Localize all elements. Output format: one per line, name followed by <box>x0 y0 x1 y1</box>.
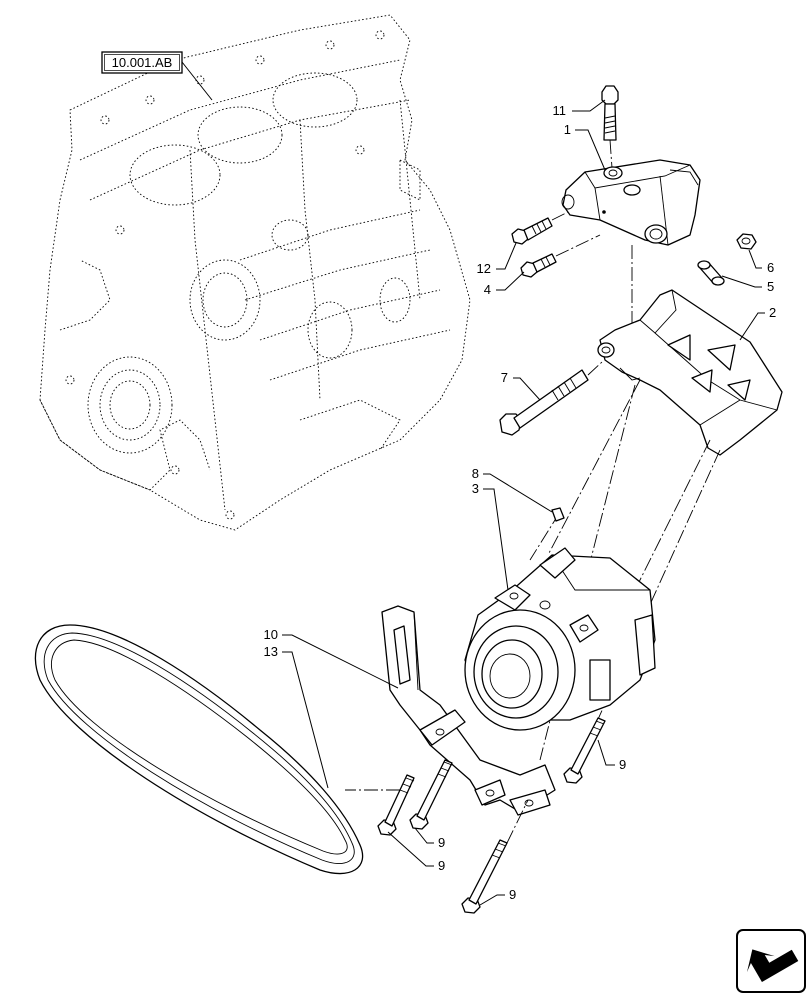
callout-9-center: 9 <box>438 835 445 850</box>
callout-2: 2 <box>769 305 776 320</box>
callout-12: 12 <box>477 261 491 276</box>
spacer-5 <box>697 260 725 286</box>
callout-9-left: 9 <box>438 858 445 873</box>
leader-lines <box>282 99 765 906</box>
callout-10: 10 <box>264 627 278 642</box>
callout-4: 4 <box>484 282 491 297</box>
bolt-9-center <box>409 759 453 830</box>
bracket-1 <box>561 159 701 246</box>
callout-9-bottom: 9 <box>509 887 516 902</box>
callout-11: 11 <box>553 103 567 118</box>
callout-6: 6 <box>767 260 774 275</box>
callout-8: 8 <box>472 466 479 481</box>
reference-tag[interactable]: 10.001.AB <box>101 51 213 101</box>
bolt-7 <box>499 361 603 436</box>
reference-label: 10.001.AB <box>112 55 173 70</box>
callout-3: 3 <box>472 481 479 496</box>
callout-1: 1 <box>564 122 571 137</box>
callout-13: 13 <box>264 644 278 659</box>
bolt-12 <box>511 211 569 245</box>
bolt-9-left <box>377 774 415 836</box>
engine-block-phantom <box>39 14 471 531</box>
callout-7: 7 <box>501 370 508 385</box>
bolt-11 <box>601 85 619 169</box>
return-arrow-icon[interactable] <box>736 929 806 993</box>
nut-6 <box>736 233 757 250</box>
bolt-4 <box>520 234 601 278</box>
pin-8 <box>551 507 565 522</box>
callout-9-right: 9 <box>619 757 626 772</box>
bracket-2 <box>597 289 783 456</box>
drive-belt-13 <box>34 624 364 875</box>
callout-5: 5 <box>767 279 774 294</box>
bracket-10 <box>381 605 556 816</box>
bolt-9-right <box>563 717 606 784</box>
callout-labels: 11 1 12 4 6 5 2 7 8 3 10 13 9 9 9 9 <box>264 103 777 902</box>
bolt-9-bottom <box>461 839 508 914</box>
compressor-3 <box>464 547 656 731</box>
